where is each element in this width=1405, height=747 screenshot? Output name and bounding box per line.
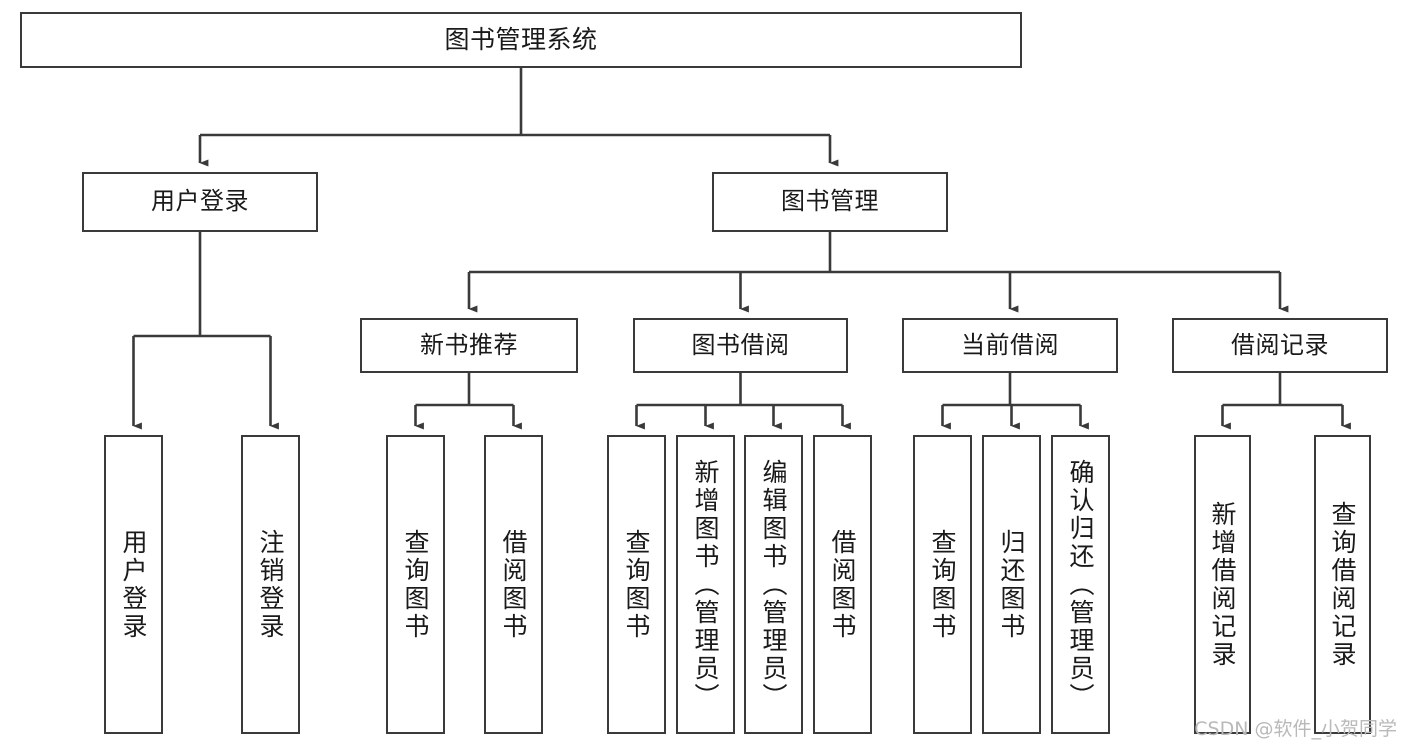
node-label: 用户登录 (119, 528, 148, 641)
node-leaf-query-borrow-record[interactable]: 查询借阅记录 (1314, 435, 1371, 734)
watermark: CSDN @软件_小贺同学 (1194, 718, 1397, 740)
node-label: 注销登录 (256, 528, 285, 641)
node-leaf-borrow-books-recommend[interactable]: 借阅图书 (484, 435, 543, 734)
node-leaf-query-books[interactable]: 查询图书 (607, 435, 666, 734)
node-label: 查询图书 (928, 528, 957, 641)
node-leaf-query-books-current[interactable]: 查询图书 (913, 435, 972, 734)
node-label: 新书推荐 (420, 330, 518, 359)
node-label: 借阅记录 (1231, 330, 1329, 359)
node-label: 查询借阅记录 (1328, 500, 1357, 669)
node-root-book-management-system[interactable]: 图书管理系统 (20, 12, 1022, 68)
node-leaf-edit-book-admin[interactable]: 编辑图书（管理员） (744, 435, 803, 734)
node-leaf-return-books[interactable]: 归还图书 (982, 435, 1041, 734)
node-leaf-confirm-return-admin[interactable]: 确认归还（管理员） (1051, 435, 1110, 734)
node-book-management[interactable]: 图书管理 (712, 172, 948, 232)
node-leaf-query-books-recommend[interactable]: 查询图书 (386, 435, 445, 734)
node-leaf-logout[interactable]: 注销登录 (241, 435, 300, 734)
node-new-book-recommendation[interactable]: 新书推荐 (360, 318, 578, 373)
node-user-login[interactable]: 用户登录 (82, 172, 318, 232)
node-label: 查询图书 (401, 528, 430, 641)
node-label: 借阅图书 (499, 528, 528, 641)
node-book-borrowing[interactable]: 图书借阅 (633, 318, 848, 373)
node-leaf-borrow-books[interactable]: 借阅图书 (813, 435, 872, 734)
node-label: 图书管理 (781, 187, 879, 216)
node-borrowing-records[interactable]: 借阅记录 (1172, 318, 1388, 373)
node-label: 新增图书（管理员） (691, 458, 720, 711)
node-leaf-add-borrow-record[interactable]: 新增借阅记录 (1194, 435, 1251, 734)
node-label: 借阅图书 (828, 528, 857, 641)
node-label: 归还图书 (997, 528, 1026, 641)
node-leaf-add-book-admin[interactable]: 新增图书（管理员） (676, 435, 735, 734)
node-label: 编辑图书（管理员） (759, 458, 788, 711)
node-label: 查询图书 (622, 528, 651, 641)
node-label: 确认归还（管理员） (1066, 458, 1095, 711)
node-current-borrowing[interactable]: 当前借阅 (902, 318, 1118, 373)
node-label: 用户登录 (151, 187, 249, 216)
node-label: 图书借阅 (691, 330, 790, 359)
node-label: 图书管理系统 (444, 24, 598, 54)
node-label: 新增借阅记录 (1208, 500, 1237, 669)
node-label: 当前借阅 (961, 330, 1059, 359)
node-leaf-user-login[interactable]: 用户登录 (104, 435, 163, 734)
